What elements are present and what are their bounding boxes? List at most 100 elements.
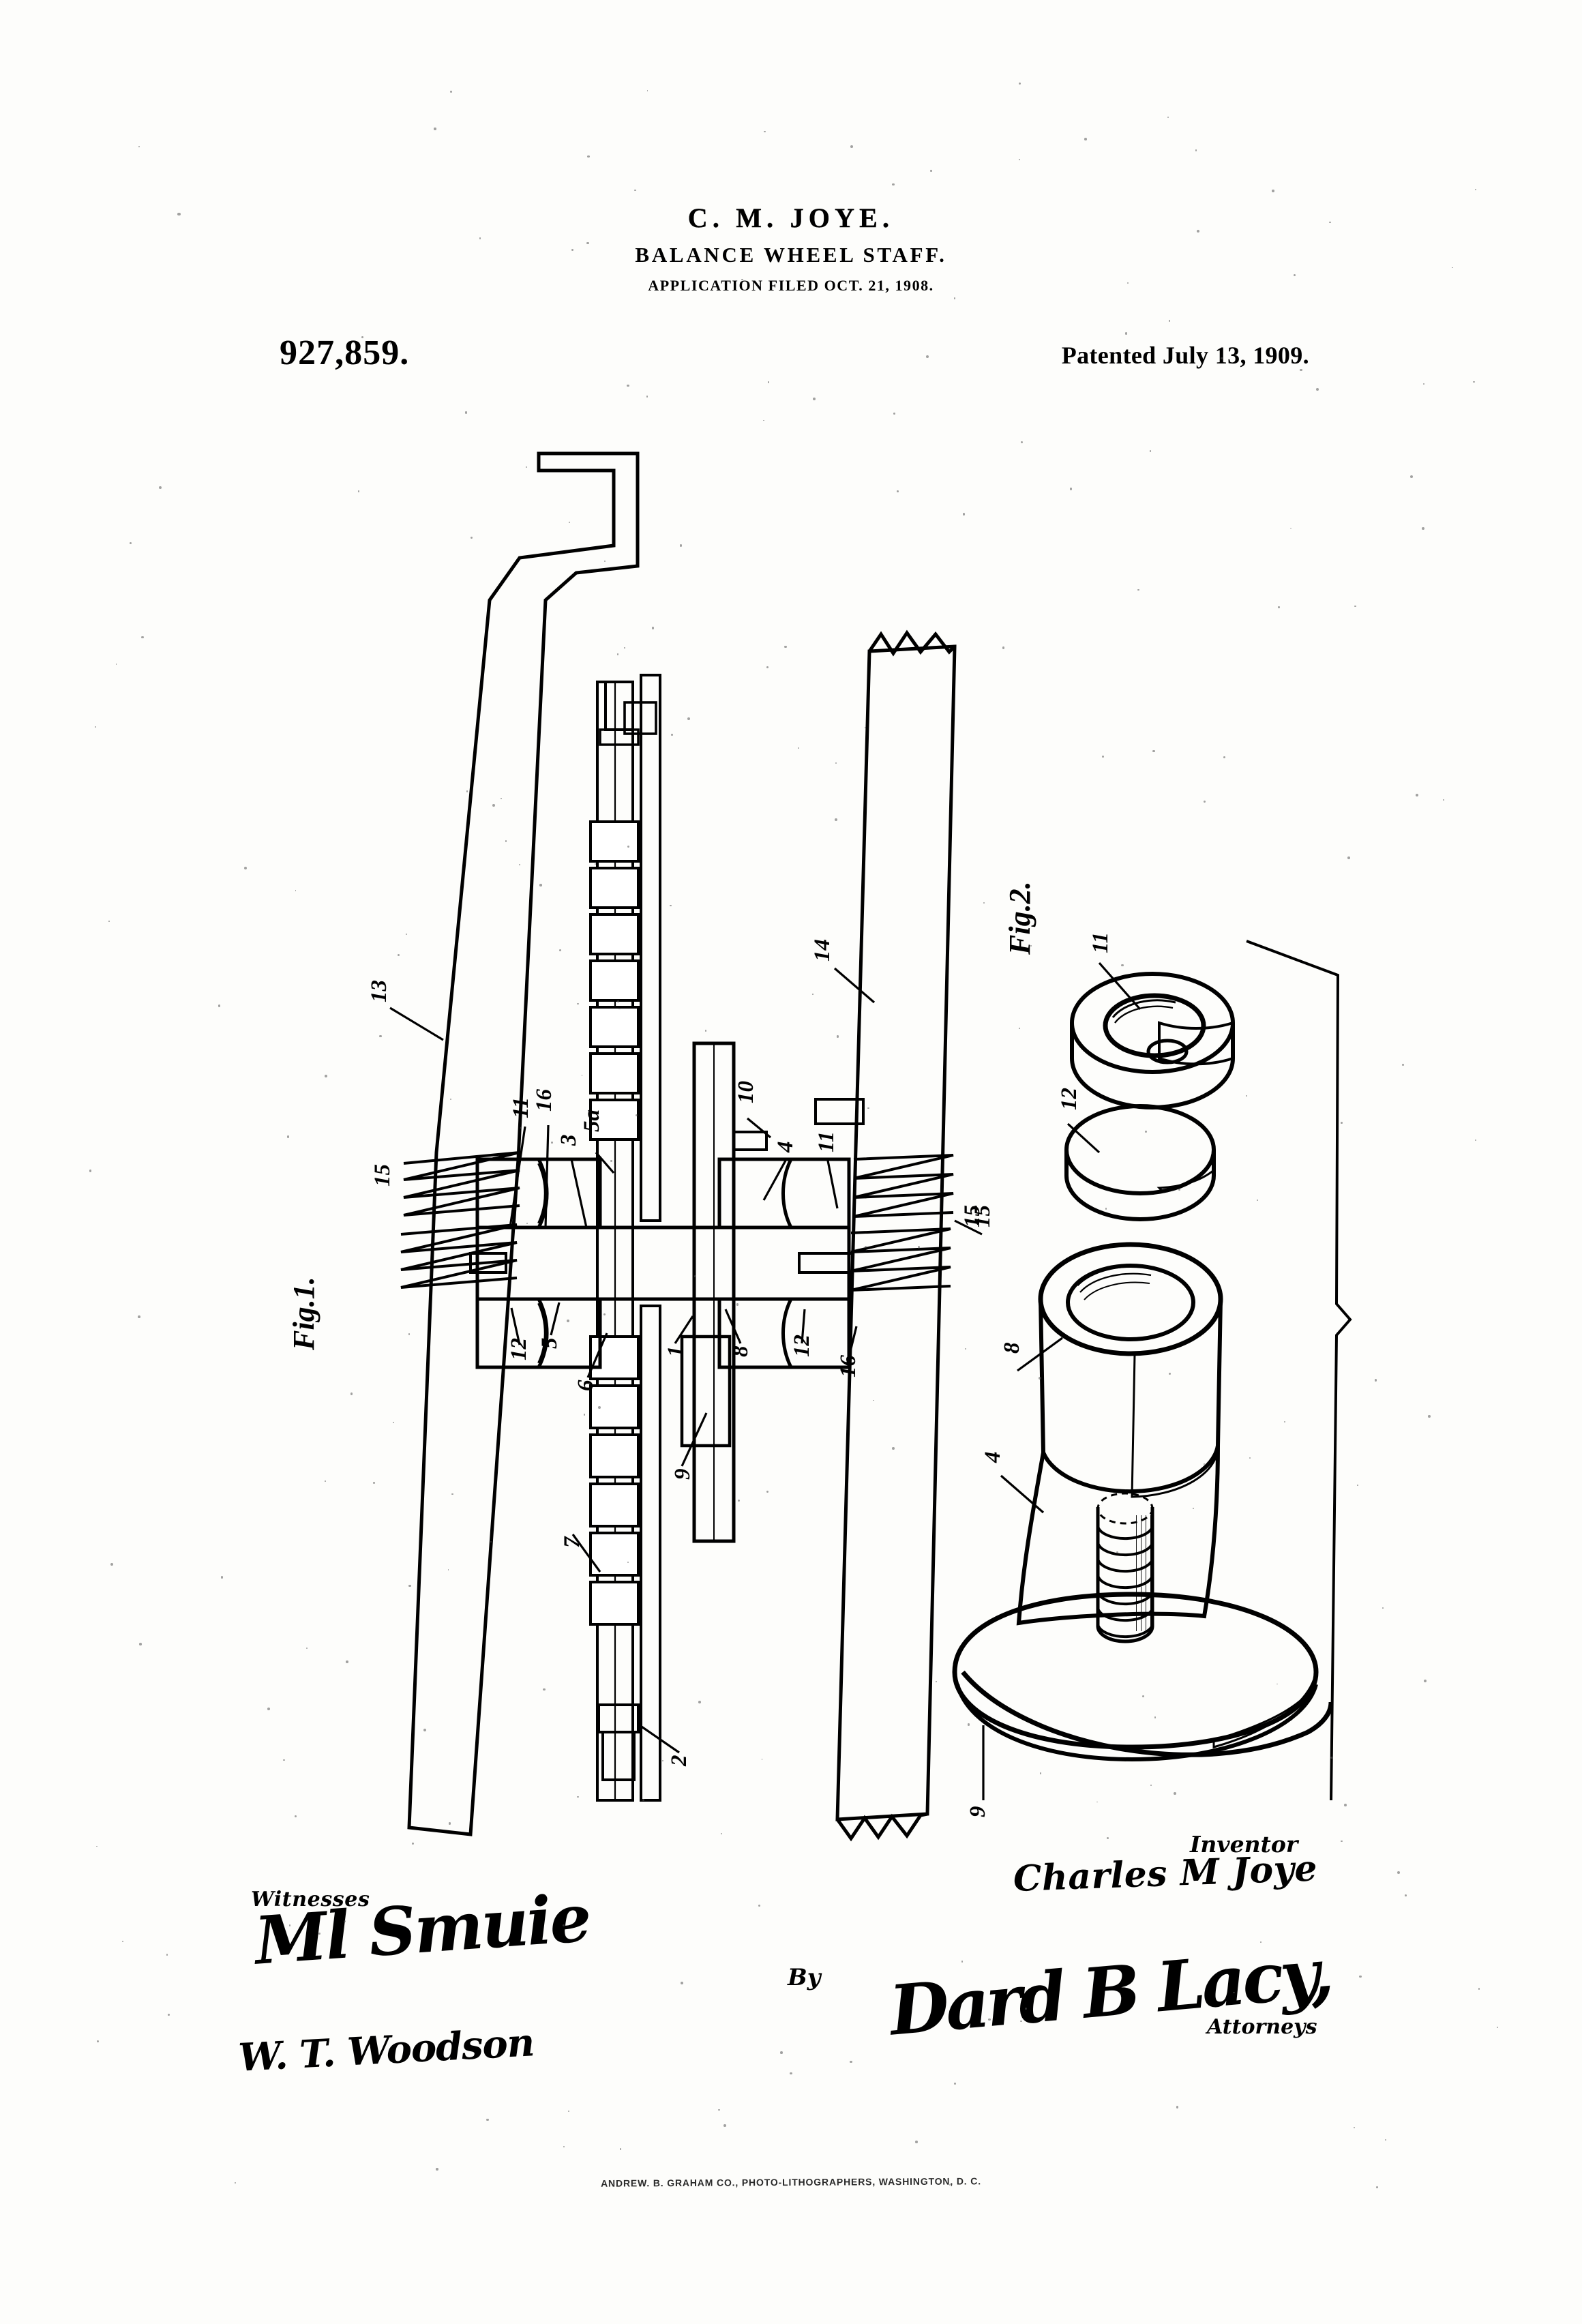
paper-speck	[1121, 964, 1124, 967]
paper-speck	[646, 396, 648, 398]
paper-speck	[1358, 1975, 1362, 1978]
paper-speck	[627, 845, 630, 848]
paper-speck	[450, 1098, 452, 1100]
paper-speck	[1084, 138, 1087, 140]
paper-speck	[610, 1159, 612, 1162]
paper-speck	[1329, 221, 1331, 224]
paper-speck	[406, 934, 408, 936]
paper-speck	[953, 2082, 956, 2085]
paper-speck	[1401, 1063, 1405, 1066]
paper-speck	[1422, 383, 1424, 385]
reference-numeral-9: 9	[966, 1806, 990, 1818]
paper-speck	[408, 1333, 411, 1335]
paper-speck	[930, 170, 932, 172]
paper-speck	[892, 1447, 895, 1450]
paper-speck	[1427, 1415, 1431, 1418]
paper-speck	[586, 241, 589, 245]
paper-speck	[618, 1007, 621, 1010]
reference-numeral-16: 16	[532, 1089, 556, 1112]
paper-speck	[505, 840, 507, 842]
paper-speck	[763, 419, 764, 421]
reference-numeral-15: 15	[370, 1164, 395, 1187]
paper-speck	[713, 1046, 714, 1048]
paper-speck	[587, 155, 591, 158]
paper-speck	[129, 542, 132, 545]
paper-speck	[893, 413, 896, 415]
paper-speck	[115, 664, 117, 666]
paper-speck	[1204, 800, 1206, 803]
reference-numeral-14: 14	[810, 939, 835, 962]
paper-speck	[283, 1759, 285, 1761]
paper-speck	[864, 726, 866, 728]
paper-speck	[1421, 527, 1424, 531]
reference-numeral-3: 3	[556, 1134, 581, 1146]
paper-speck	[962, 513, 966, 516]
paper-speck	[577, 1003, 579, 1005]
paper-speck	[1018, 158, 1020, 161]
paper-speck	[551, 1141, 553, 1144]
paper-speck	[569, 521, 571, 523]
paper-speck	[624, 647, 625, 649]
paper-speck	[687, 717, 691, 720]
paper-speck	[357, 490, 360, 492]
witness-signature-2: W. T. Woodson	[237, 2020, 535, 2081]
reference-numeral-10: 10	[734, 1081, 758, 1103]
paper-speck	[1382, 1607, 1384, 1609]
paper-speck	[627, 1562, 629, 1564]
paper-speck	[1018, 1028, 1020, 1029]
paper-speck	[520, 1127, 522, 1129]
paper-speck	[720, 1833, 722, 1835]
paper-speck	[718, 2109, 720, 2111]
paper-speck	[1126, 282, 1129, 284]
paper-speck	[95, 1845, 98, 1847]
paper-speck	[492, 803, 496, 807]
paper-speck	[558, 949, 561, 952]
reference-numeral-11: 11	[1088, 932, 1113, 953]
paper-speck	[1106, 1837, 1109, 1840]
paper-speck	[758, 1904, 761, 1907]
paper-speck	[1357, 1485, 1359, 1487]
paper-speck	[1330, 1756, 1333, 1759]
paper-speck	[519, 864, 521, 866]
paper-speck	[636, 1114, 638, 1117]
paper-speck	[1272, 190, 1274, 192]
paper-speck	[1002, 646, 1005, 649]
reference-numeral-4: 4	[773, 1141, 798, 1153]
paper-speck	[1178, 1188, 1181, 1191]
printer-credit-footer: ANDREW. B. GRAHAM CO., PHOTO-LITHOGRAPHE…	[601, 2175, 981, 2189]
paper-speck	[408, 1584, 411, 1588]
paper-speck	[926, 355, 929, 358]
reference-numeral-2: 2	[667, 1755, 691, 1767]
paper-speck	[563, 1924, 565, 1926]
paper-speck	[501, 797, 503, 799]
paper-speck	[864, 1245, 867, 1248]
paper-speck	[1354, 605, 1356, 608]
paper-speck	[344, 1920, 346, 1923]
paper-speck	[1374, 1379, 1377, 1382]
witnesses-label: Witnesses	[251, 1888, 370, 1911]
paper-speck	[1152, 749, 1156, 753]
paper-speck	[1019, 82, 1021, 85]
paper-speck	[490, 1540, 492, 1543]
paper-speck	[988, 2018, 991, 2021]
paper-speck	[89, 1170, 91, 1172]
figure-2-artwork	[952, 940, 1352, 1801]
paper-speck	[447, 1569, 449, 1570]
paper-speck	[294, 1815, 297, 1818]
paper-speck	[96, 2040, 99, 2042]
paper-speck	[1404, 1894, 1407, 1896]
paper-speck	[1410, 475, 1414, 479]
paper-speck	[1340, 1122, 1343, 1124]
paper-speck	[1021, 441, 1024, 444]
paper-speck	[1354, 2127, 1356, 2129]
reference-numeral-13: 13	[367, 980, 391, 1002]
paper-speck	[1167, 117, 1169, 119]
paper-speck	[617, 1000, 620, 1002]
paper-speck	[571, 249, 574, 252]
paper-speck	[1299, 368, 1302, 372]
paper-speck	[1197, 229, 1200, 233]
paper-speck	[761, 1758, 763, 1760]
reference-numeral-7: 7	[560, 1536, 584, 1549]
paper-speck	[1293, 273, 1296, 277]
